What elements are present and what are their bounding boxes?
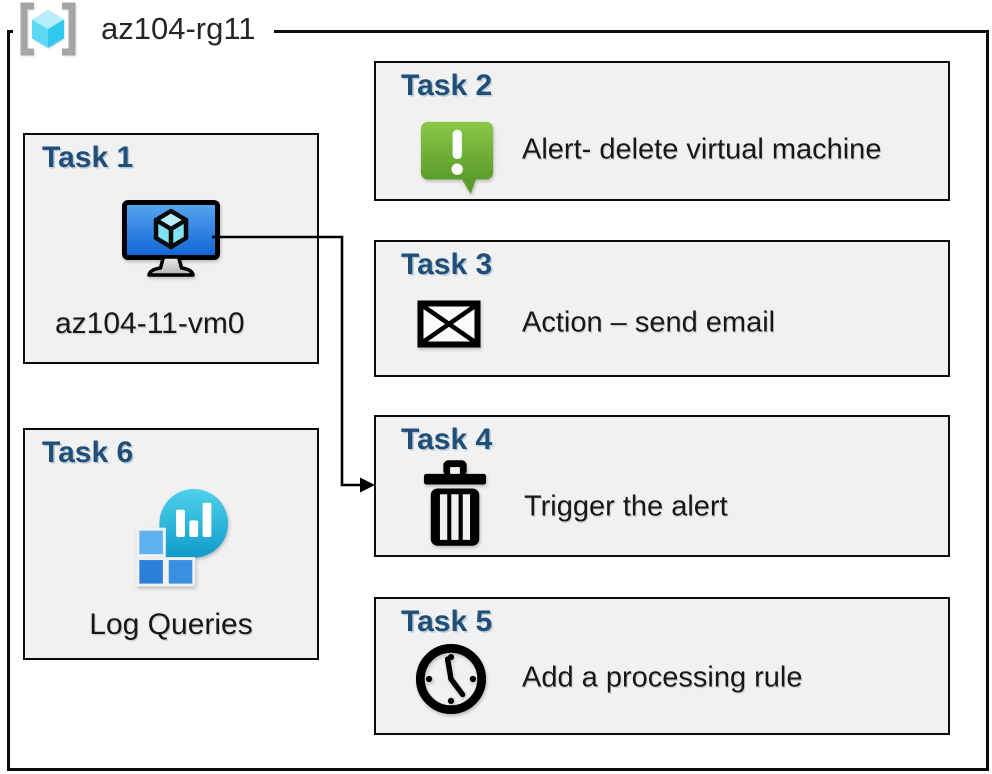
task1-title: Task 1 xyxy=(42,141,134,174)
virtual-machine-icon xyxy=(121,199,221,279)
task5-title: Task 5 xyxy=(401,605,493,638)
log-analytics-icon xyxy=(132,487,232,589)
task6-label: Log Queries xyxy=(89,608,253,641)
task3-label: Action – send email xyxy=(522,306,776,339)
task4-box: Task 4 Trigger the alert xyxy=(374,415,950,557)
task5-box: Task 5 Add a processing rule xyxy=(374,597,950,735)
trash-icon xyxy=(422,458,488,548)
task6-box: Task 6 Log Queries xyxy=(23,428,319,660)
task1-box: Task 1 az104-11-vm0 xyxy=(23,133,319,364)
alert-icon xyxy=(418,119,496,197)
task5-label: Add a processing rule xyxy=(522,661,803,694)
task4-label: Trigger the alert xyxy=(524,490,728,523)
task1-label: az104-11-vm0 xyxy=(55,307,245,340)
task2-label: Alert- delete virtual machine xyxy=(522,133,882,166)
resource-group-icon xyxy=(20,2,76,56)
task4-title: Task 4 xyxy=(401,423,493,456)
task2-title: Task 2 xyxy=(401,69,493,102)
task2-box: Task 2 Alert- delete virtual machine xyxy=(374,61,950,201)
email-icon xyxy=(417,300,481,348)
task3-title: Task 3 xyxy=(401,248,493,281)
task3-box: Task 3 Action – send email xyxy=(374,240,950,377)
clock-icon xyxy=(414,642,488,716)
resource-group-label: az104-rg11 xyxy=(13,0,274,58)
task6-title: Task 6 xyxy=(42,436,134,469)
resource-group-name: az104-rg11 xyxy=(101,11,256,46)
